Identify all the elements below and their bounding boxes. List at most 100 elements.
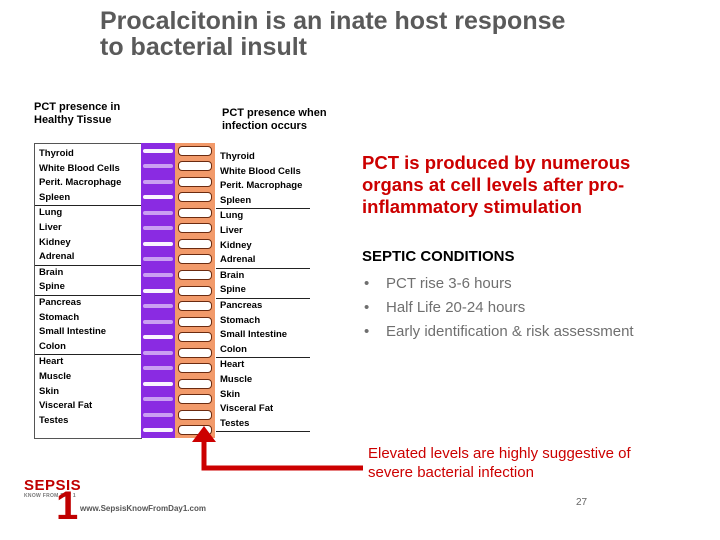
healthy-cell-mark <box>143 195 173 200</box>
organ-label: Small Intestine <box>39 326 107 338</box>
organ-label: Spleen <box>39 191 71 203</box>
healthy-cell-mark <box>143 366 173 371</box>
healthy-cell-mark <box>143 428 173 433</box>
healthy-caption-line-2: Healthy Tissue <box>34 114 112 126</box>
headline-line-1: PCT is produced by numerous <box>362 152 631 173</box>
bullet-item: • Half Life 20-24 hours <box>362 296 702 320</box>
infection-caption-line-2: infection occurs <box>222 120 307 132</box>
healthy-pct-bar <box>141 143 175 438</box>
infected-cell-mark <box>178 425 212 436</box>
healthy-cell-mark <box>143 304 173 309</box>
healthy-cell-mark <box>143 164 173 169</box>
infected-cell-mark <box>178 394 212 405</box>
infected-cell-mark <box>178 176 212 187</box>
infected-cell-mark <box>178 223 212 234</box>
organ-label: Spine <box>220 284 246 296</box>
organ-label: Kidney <box>220 239 252 251</box>
organ-label: White Blood Cells <box>220 165 301 177</box>
healthy-cell-mark <box>143 288 173 293</box>
sepsis-logo: SEPSIS <box>24 477 82 494</box>
organ-label: Liver <box>39 221 62 233</box>
septic-conditions-title: SEPTIC CONDITIONS <box>362 248 515 265</box>
healthy-cell-mark <box>143 241 173 246</box>
healthy-cell-mark <box>143 412 173 417</box>
organ-label: Visceral Fat <box>39 400 93 412</box>
sepsis-logo-url: www.SepsisKnowFromDay1.com <box>80 504 206 513</box>
healthy-cell-mark <box>143 319 173 324</box>
infected-cell-mark <box>178 238 212 249</box>
bullet-text: PCT rise 3-6 hours <box>386 275 512 292</box>
organ-label: Thyroid <box>220 151 255 162</box>
organ-label: Visceral Fat <box>220 403 274 415</box>
infected-cell-mark <box>178 192 212 203</box>
infection-caption-line-1: PCT presence when <box>222 107 327 119</box>
organ-label: Heart <box>220 359 245 371</box>
sepsis-logo-tagline: KNOW FROM DAY 1 <box>24 493 77 499</box>
healthy-cell-mark <box>143 272 173 277</box>
infected-cell-mark <box>178 161 212 172</box>
healthy-caption-line-1: PCT presence in <box>34 101 121 113</box>
infected-cell-mark <box>178 301 212 312</box>
organ-label: Kidney <box>39 236 71 248</box>
organ-label: White Blood Cells <box>39 162 120 174</box>
bullet-item: • Early identification & risk assessment <box>362 320 702 344</box>
organ-label: Muscle <box>39 370 72 382</box>
healthy-cell-mark <box>143 148 173 153</box>
infection-pct-bar <box>175 143 215 438</box>
septic-bullet-list: • PCT rise 3-6 hours • Half Life 20-24 h… <box>362 272 702 344</box>
healthy-cell-mark <box>143 335 173 340</box>
infected-cell-mark <box>178 409 212 420</box>
organ-label: Adrenal <box>220 254 256 266</box>
bullet-dot: • <box>364 299 370 316</box>
organ-label: Lung <box>39 207 63 219</box>
infected-cell-mark <box>178 378 212 389</box>
organ-label: Heart <box>39 356 64 368</box>
organ-label: Testes <box>220 417 250 429</box>
sepsis-logo-digit: 1 <box>56 484 79 528</box>
organ-label: Skin <box>39 385 60 397</box>
bullet-dot: • <box>364 275 370 292</box>
title-line-1: Procalcitonin is an inate host response <box>100 7 566 35</box>
infected-cell-mark <box>178 269 212 280</box>
healthy-cell-mark <box>143 179 173 184</box>
organ-label: Perit. Macrophage <box>39 177 122 189</box>
bullet-text: Half Life 20-24 hours <box>386 299 526 316</box>
healthy-cell-mark <box>143 257 173 262</box>
organ-label: Thyroid <box>39 148 74 159</box>
organ-label: Adrenal <box>39 251 75 263</box>
infected-cell-mark <box>178 207 212 218</box>
organ-label: Colon <box>220 343 247 355</box>
organ-label: Perit. Macrophage <box>220 180 303 192</box>
organ-label: Liver <box>220 224 243 236</box>
organ-label: Small Intestine <box>220 329 288 341</box>
healthy-cell-mark <box>143 350 173 355</box>
organ-label: Brain <box>220 269 245 281</box>
organ-label: Muscle <box>220 373 253 385</box>
organ-label: Brain <box>39 266 64 278</box>
organ-label: Stomach <box>220 314 261 326</box>
bullet-dot: • <box>364 323 370 340</box>
infected-cell-mark <box>178 285 212 296</box>
title-line-2: to bacterial insult <box>100 33 307 61</box>
organ-label: Spine <box>39 281 65 293</box>
infected-cell-mark <box>178 347 212 358</box>
elevated-levels-note: Elevated levels are highly suggestive of… <box>368 444 698 482</box>
organ-label: Pancreas <box>39 296 82 308</box>
bullet-item: • PCT rise 3-6 hours <box>362 272 702 296</box>
headline-line-3: inflammatory stimulation <box>362 196 582 217</box>
organ-label: Pancreas <box>220 299 263 311</box>
elevated-line-1: Elevated levels are highly suggestive of <box>368 445 631 462</box>
infected-cell-mark <box>178 363 212 374</box>
headline-line-2: organs at cell levels after pro- <box>362 174 625 195</box>
bracket-arrow-icon <box>192 426 363 471</box>
healthy-cell-mark <box>143 381 173 386</box>
